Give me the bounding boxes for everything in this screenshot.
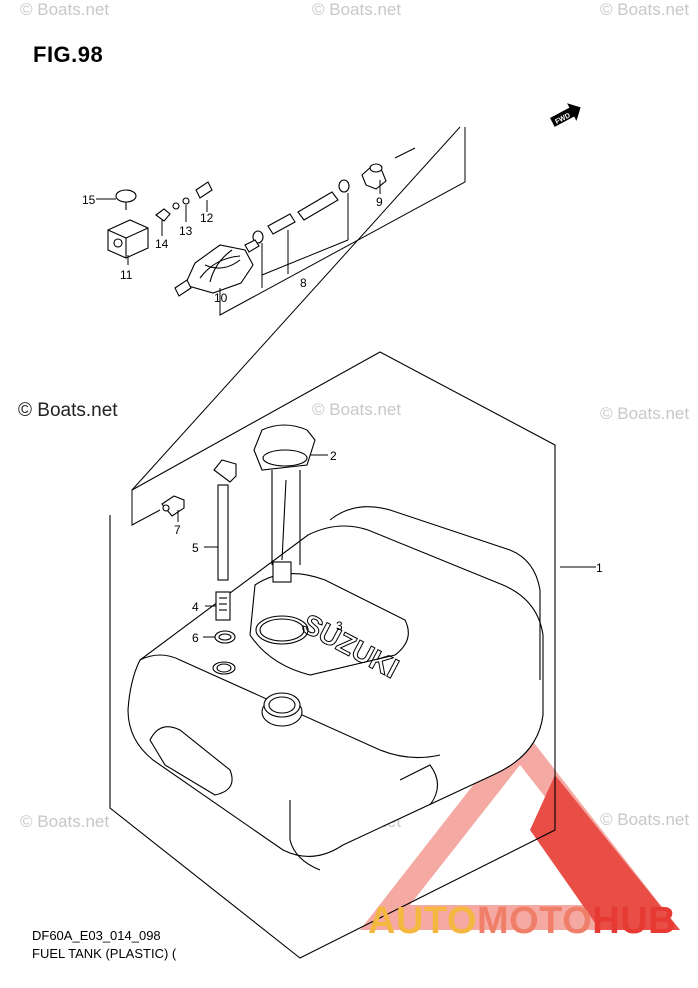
brand-triangle-logo	[360, 725, 680, 930]
brand-logo-text: AUTOMOTOHUB	[368, 900, 676, 943]
part-label-10: 10	[214, 291, 228, 305]
watermark: © Boats.net	[600, 810, 690, 829]
hose-components	[107, 163, 387, 297]
watermark-main: © Boats.net	[18, 400, 118, 421]
watermark: © Boats.net	[312, 400, 402, 419]
diagram-name: FUEL TANK (PLASTIC) (	[32, 946, 177, 961]
pickup-tube	[213, 459, 237, 644]
part-label-14: 14	[155, 237, 169, 251]
watermark: © Boats.net	[600, 404, 690, 423]
leader-lines-lower	[177, 454, 596, 638]
diagram-code: DF60A_E03_014_098	[32, 928, 161, 943]
brand-part-2: MOTO	[476, 900, 593, 942]
part-label-9: 9	[376, 195, 383, 209]
part-label-15: 15	[82, 193, 96, 207]
part-label-6: 6	[192, 631, 199, 645]
part-label-5: 5	[192, 541, 199, 555]
brand-part-1: AUTO	[368, 900, 477, 942]
watermark: © Boats.net	[20, 812, 110, 831]
part-label-11: 11	[120, 268, 133, 282]
part-label-7: 7	[174, 523, 181, 537]
watermark: © Boats.net	[312, 0, 402, 19]
figure-title: FIG.98	[33, 42, 104, 67]
part-label-2: 2	[330, 449, 337, 463]
part-number-labels: 1 2 3 4 5 6 7 8 9 10 11 12 13 14 15	[82, 193, 603, 645]
part-label-4: 4	[192, 600, 199, 614]
fuel-tank: SUZUKI	[109, 351, 556, 959]
part-label-3: 3	[336, 619, 343, 633]
fuel-gauge	[253, 424, 316, 645]
watermark: © Boats.net	[20, 0, 110, 19]
fwd-label: FWD	[554, 112, 571, 126]
part-label-12: 12	[200, 211, 214, 225]
part-label-1: 1	[596, 561, 603, 575]
tank-connector	[161, 495, 185, 517]
part-label-8: 8	[300, 276, 307, 290]
leader-lines-upper	[96, 180, 381, 296]
fwd-arrow-icon: FWD	[550, 103, 581, 127]
hose-assembly-outline	[131, 126, 466, 526]
watermark: © Boats.net	[600, 0, 690, 19]
part-label-13: 13	[179, 224, 193, 238]
brand-part-3: HUB	[592, 900, 677, 942]
